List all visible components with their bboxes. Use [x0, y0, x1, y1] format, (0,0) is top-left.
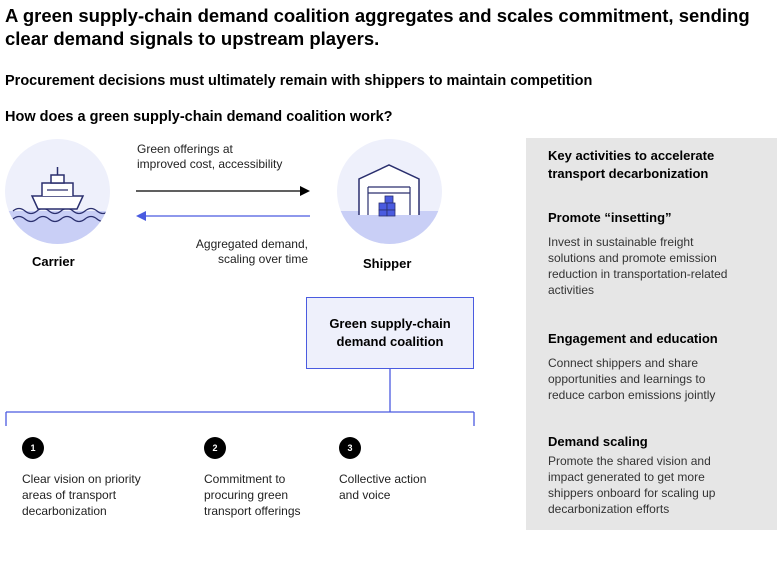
page-subtitle: Procurement decisions must ultimately re… — [5, 73, 593, 89]
step-1-number: 1 — [22, 437, 44, 459]
activity-title: Demand scaling — [548, 434, 648, 449]
arrow-to-carrier-label-line2: scaling over time — [217, 252, 308, 266]
activity-line: solutions and promote emission — [548, 251, 717, 265]
key-activities-panel: Key activities to accelerate transport d… — [526, 138, 777, 530]
step-2-line2: procuring green — [204, 488, 289, 502]
diagram-question: How does a green supply-chain demand coa… — [5, 109, 393, 125]
coalition-bracket — [5, 369, 475, 426]
warehouse-icon — [337, 164, 442, 244]
arrow-to-shipper-label-line1: Green offerings at — [137, 142, 233, 156]
arrow-to-shipper — [136, 186, 310, 196]
step-3-text: Collective action and voice — [339, 471, 479, 503]
shipper-label: Shipper — [363, 256, 412, 271]
coalition-label-line2: demand coalition — [336, 334, 444, 349]
step-2-number: 2 — [204, 437, 226, 459]
ship-icon — [5, 167, 110, 244]
step-3-number: 3 — [339, 437, 361, 459]
key-activities-heading: Key activities to accelerate transport d… — [548, 147, 714, 183]
step-3-line1: Collective action — [339, 472, 427, 486]
step-2-text: Commitment to procuring green transport … — [204, 471, 334, 519]
page-title: A green supply-chain demand coalition ag… — [5, 5, 750, 49]
activity-title: Promote “insetting” — [548, 210, 672, 225]
activity-line: reduce carbon emissions jointly — [548, 388, 716, 402]
activity-promote-insetting: Promote “insetting” Invest in sustainabl… — [548, 209, 773, 298]
activity-description: Invest in sustainable freight solutions … — [548, 234, 773, 298]
arrow-to-shipper-label-line2: improved cost, accessibility — [137, 157, 283, 171]
activity-description: Connect shippers and share opportunities… — [548, 355, 773, 403]
activity-line: decarbonization efforts — [548, 502, 670, 516]
coalition-label-line1: Green supply-chain — [329, 316, 451, 331]
activity-line: reduction in transportation-related — [548, 267, 728, 281]
activity-title: Engagement and education — [548, 331, 718, 346]
activity-line: Invest in sustainable freight — [548, 235, 694, 249]
carrier-label: Carrier — [32, 254, 75, 269]
carrier-circle — [5, 139, 110, 244]
step-3-line2: and voice — [339, 488, 391, 502]
step-1-text: Clear vision on priority areas of transp… — [22, 471, 192, 519]
coalition-box: Green supply-chain demand coalition — [306, 297, 474, 369]
activity-line: impact generated to get more — [548, 470, 705, 484]
activity-description: Promote the shared vision and impact gen… — [548, 453, 773, 517]
activity-demand-scaling: Demand scaling Promote the shared vision… — [548, 433, 773, 517]
activity-line: Connect shippers and share — [548, 356, 699, 370]
step-2-line3: transport offerings — [204, 504, 301, 518]
activity-line: shippers onboard for scaling up — [548, 486, 716, 500]
arrow-to-carrier-label: Aggregated demand, scaling over time — [150, 237, 308, 267]
key-activities-heading-line1: Key activities to accelerate — [548, 148, 715, 163]
shipper-circle — [337, 139, 442, 244]
key-activities-heading-line2: transport decarbonization — [548, 166, 709, 181]
step-2-line1: Commitment to — [204, 472, 286, 486]
arrow-to-carrier-label-line1: Aggregated demand, — [195, 237, 308, 251]
activity-line: opportunities and learnings to — [548, 372, 706, 386]
activity-line: activities — [548, 283, 595, 297]
activity-line: Promote the shared vision and — [548, 454, 711, 468]
arrow-to-shipper-label: Green offerings at improved cost, access… — [137, 142, 282, 172]
step-1-line3: decarbonization — [22, 504, 107, 518]
step-1-line1: Clear vision on priority — [22, 472, 141, 486]
arrow-to-carrier — [136, 211, 310, 221]
step-1-line2: areas of transport — [22, 488, 117, 502]
activity-engagement-education: Engagement and education Connect shipper… — [548, 330, 773, 403]
